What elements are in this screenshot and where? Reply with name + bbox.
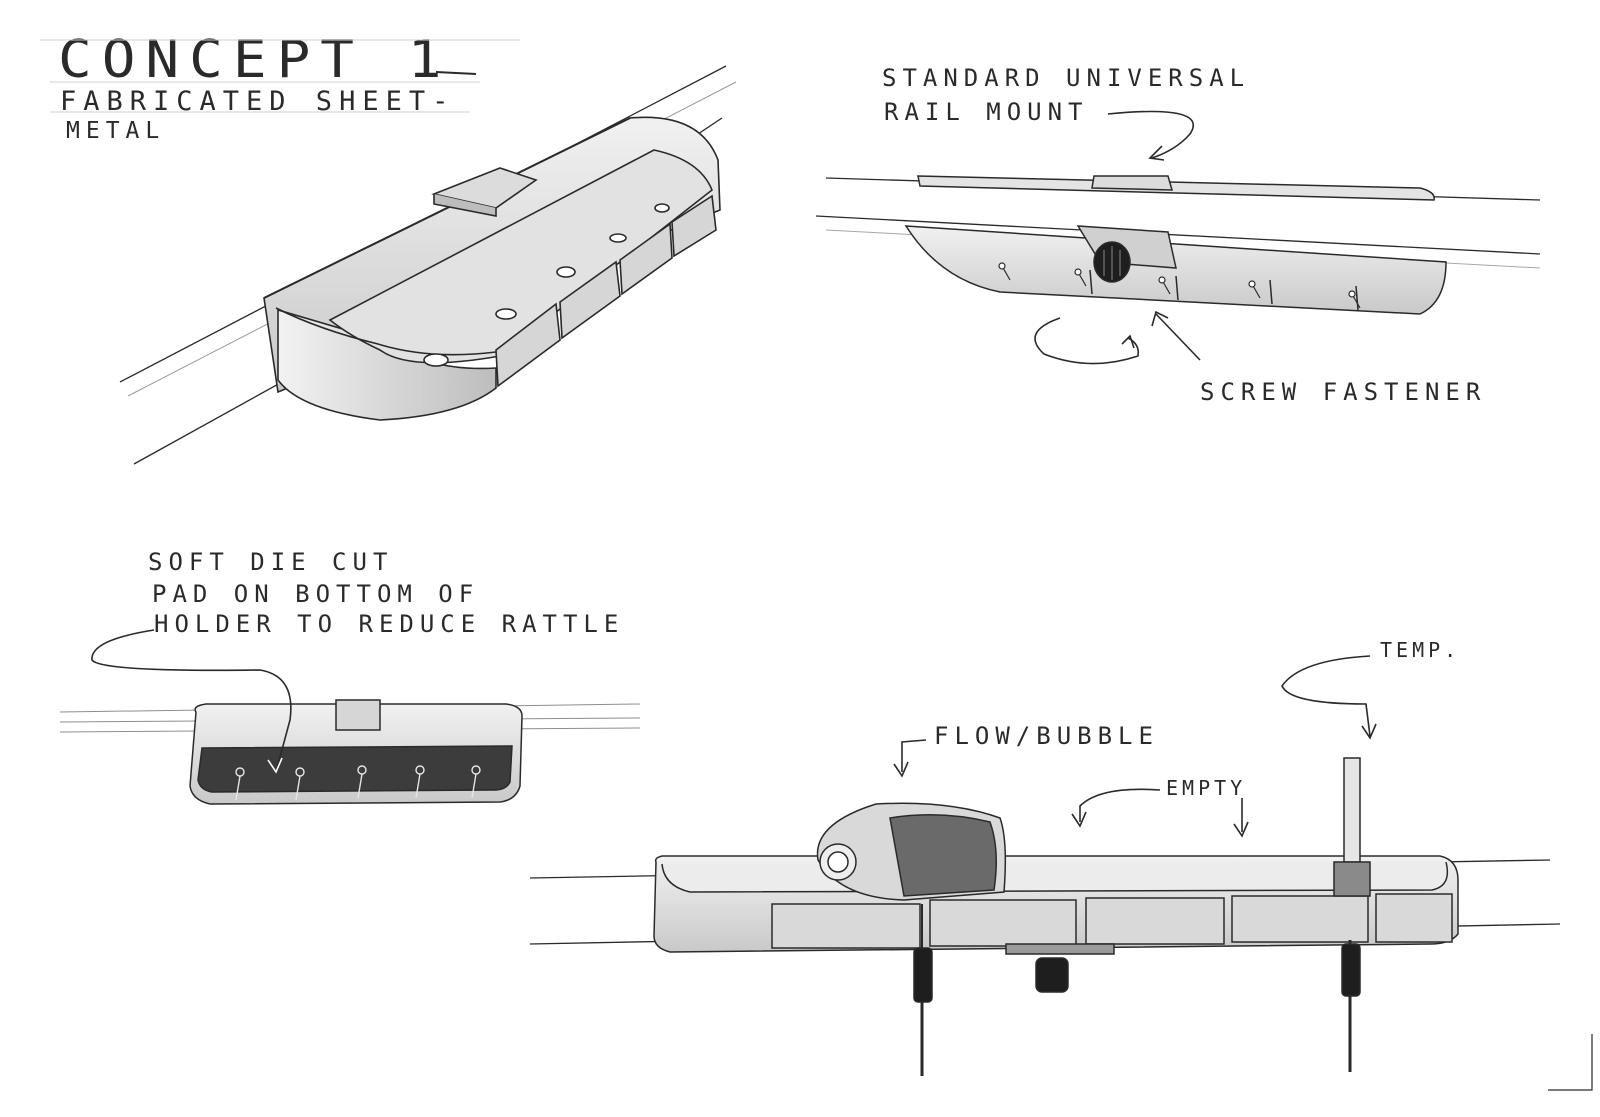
- rail-mount-label-line2: RAIL MOUNT: [884, 98, 1089, 126]
- view-front-sensors: [529, 655, 1561, 1076]
- view-rail-mount: [815, 110, 1541, 365]
- rail-mount-label-line1: STANDARD UNIVERSAL: [882, 64, 1251, 92]
- title-guide-lines: [40, 39, 520, 113]
- concept-subtitle-line2: METAL: [66, 118, 166, 144]
- empty-label: EMPTY: [1166, 776, 1247, 800]
- pad-label-line1: SOFT DIE CUT: [148, 548, 394, 576]
- pad-label-line2: PAD ON BOTTOM OF: [152, 580, 480, 608]
- screw-knob: [1093, 241, 1131, 283]
- temp-label: TEMP.: [1380, 638, 1461, 662]
- screw-fastener-label: SCREW FASTENER: [1200, 378, 1487, 406]
- view-bottom-pad: [59, 629, 641, 805]
- rubber-pad: [197, 745, 513, 793]
- title-underline: [435, 71, 477, 75]
- pad-label-line3: HOLDER TO REDUCE RATTLE: [154, 610, 625, 638]
- view-isometric-tray: [119, 65, 737, 465]
- sheet-corner-mark: [1548, 1034, 1593, 1091]
- flow-bubble-label: FLOW/BUBBLE: [934, 722, 1159, 750]
